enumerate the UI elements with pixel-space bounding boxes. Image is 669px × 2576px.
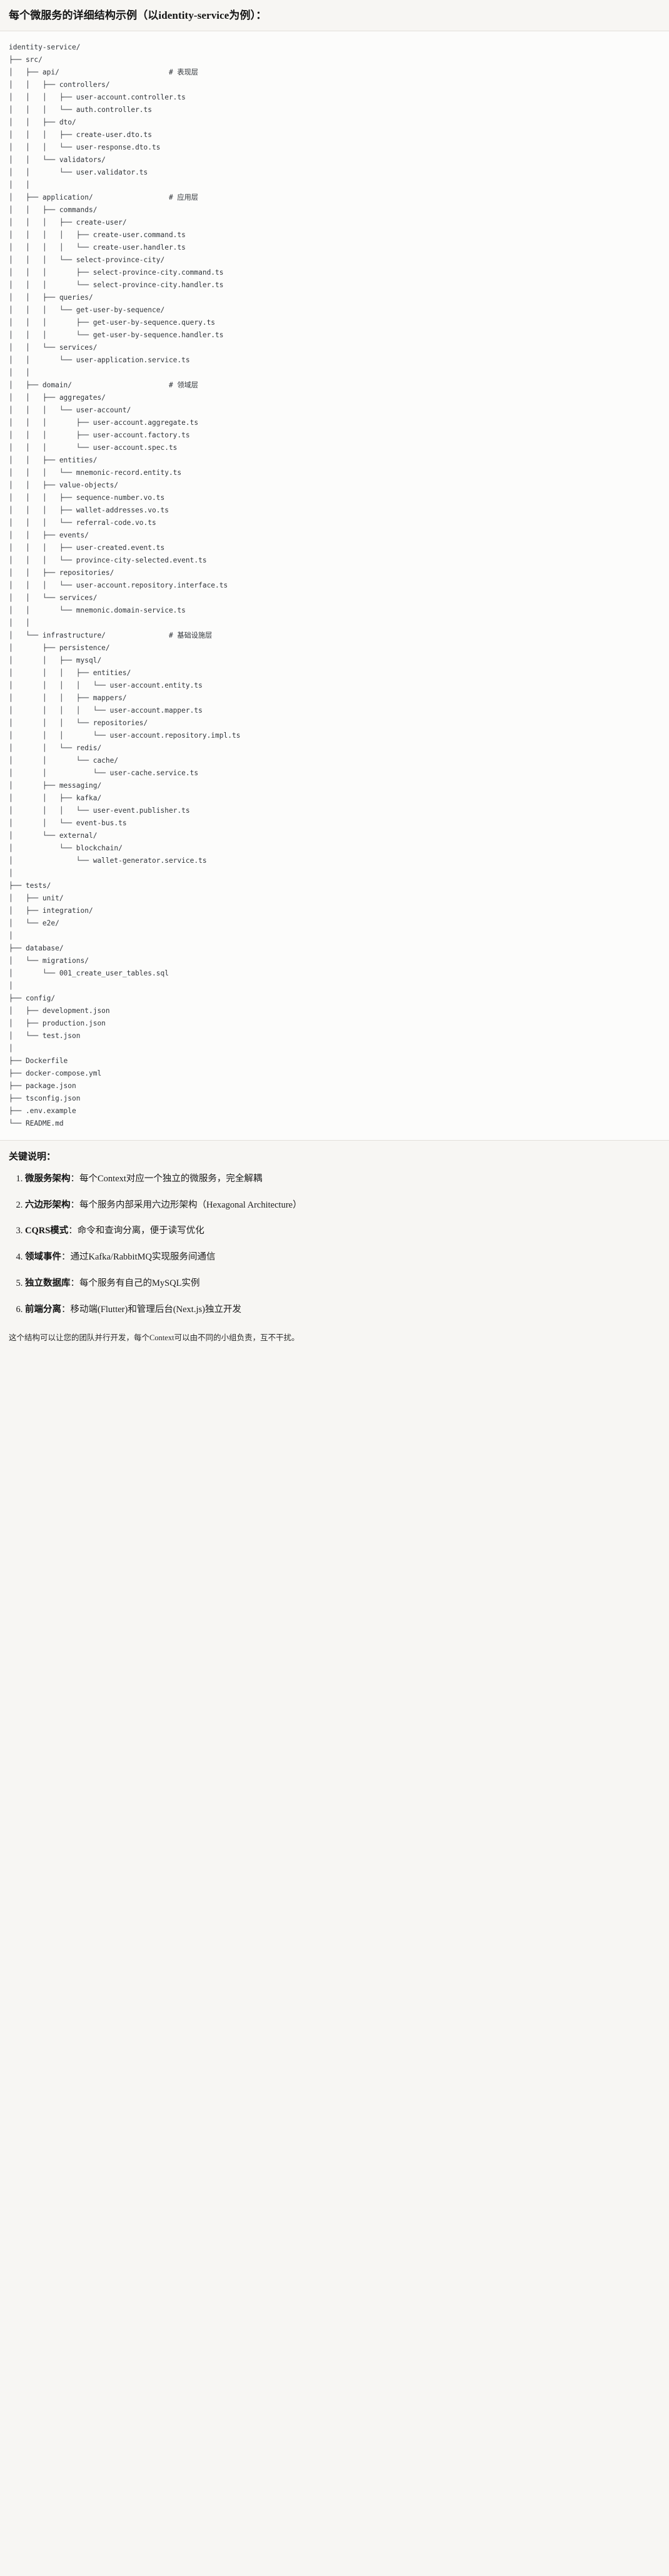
key-point-separator: ： bbox=[61, 1304, 71, 1315]
key-point-term: 领域事件 bbox=[25, 1252, 61, 1263]
list-item: 微服务架构：每个Context对应一个独立的微服务，完全解耦 bbox=[25, 1173, 660, 1186]
document-page: 每个微服务的详细结构示例（以identity-service为例）： ident… bbox=[0, 0, 669, 1358]
key-points-list: 微服务架构：每个Context对应一个独立的微服务，完全解耦 六边形架构：每个服… bbox=[9, 1173, 660, 1317]
directory-tree: identity-service/ ├── src/ │ ├── api/ # … bbox=[9, 43, 241, 1128]
page-title: 每个微服务的详细结构示例（以identity-service为例）： bbox=[9, 9, 267, 21]
list-item: 独立数据库：每个服务有自己的MySQL实例 bbox=[25, 1277, 660, 1291]
key-point-separator: ： bbox=[68, 1226, 78, 1236]
key-point-separator: ： bbox=[70, 1173, 80, 1184]
key-points-heading: 关键说明： bbox=[9, 1151, 56, 1162]
key-point-description: 每个服务有自己的MySQL实例 bbox=[79, 1278, 200, 1288]
key-points-section: 关键说明： 微服务架构：每个Context对应一个独立的微服务，完全解耦 六边形… bbox=[0, 1140, 669, 1323]
key-point-separator: ： bbox=[61, 1252, 71, 1263]
document-header: 每个微服务的详细结构示例（以identity-service为例）： bbox=[0, 0, 669, 31]
list-item: CQRS模式：命令和查询分离，便于读写优化 bbox=[25, 1224, 660, 1238]
key-point-description: 每个服务内部采用六边形架构（Hexagonal Architecture） bbox=[79, 1199, 302, 1210]
closing-note: 这个结构可以让您的团队并行开发，每个Context可以由不同的小组负责，互不干扰… bbox=[0, 1323, 669, 1358]
key-point-separator: ： bbox=[70, 1278, 80, 1288]
key-point-term: 独立数据库 bbox=[25, 1278, 71, 1288]
key-point-separator: ： bbox=[70, 1199, 80, 1210]
key-point-description: 每个Context对应一个独立的微服务，完全解耦 bbox=[79, 1173, 263, 1184]
key-point-description: 命令和查询分离，便于读写优化 bbox=[77, 1226, 204, 1236]
list-item: 领域事件：通过Kafka/RabbitMQ实现服务间通信 bbox=[25, 1251, 660, 1265]
list-item: 六边形架构：每个服务内部采用六边形架构（Hexagonal Architectu… bbox=[25, 1199, 660, 1213]
key-point-description: 通过Kafka/RabbitMQ实现服务间通信 bbox=[70, 1252, 216, 1263]
key-point-term: CQRS模式 bbox=[25, 1226, 69, 1236]
key-point-term: 六边形架构 bbox=[25, 1199, 71, 1210]
code-block: identity-service/ ├── src/ │ ├── api/ # … bbox=[0, 31, 669, 1141]
list-item: 前端分离：移动端(Flutter)和管理后台(Next.js)独立开发 bbox=[25, 1303, 660, 1317]
key-point-description: 移动端(Flutter)和管理后台(Next.js)独立开发 bbox=[70, 1304, 241, 1315]
key-point-term: 微服务架构 bbox=[25, 1173, 71, 1184]
key-point-term: 前端分离 bbox=[25, 1304, 61, 1315]
